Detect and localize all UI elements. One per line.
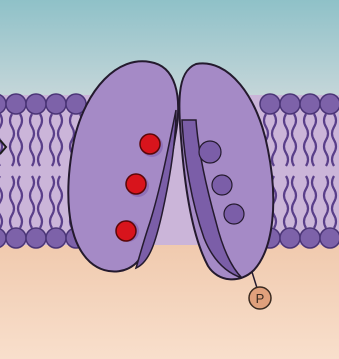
ligand-1 — [140, 134, 160, 154]
ligand-3 — [116, 221, 136, 241]
lipid-head — [46, 94, 66, 114]
lipid-head — [300, 94, 320, 114]
lipid-head — [46, 228, 66, 248]
empty-binding-site-1 — [199, 141, 221, 163]
lipid-head — [320, 94, 339, 114]
empty-binding-site-2 — [212, 175, 232, 195]
lipid-head — [260, 94, 280, 114]
empty-binding-site-3 — [224, 204, 244, 224]
lipid-head — [300, 228, 320, 248]
lipid-head — [26, 94, 46, 114]
phosphate-label: P — [256, 291, 265, 306]
lipid-head — [6, 228, 26, 248]
lipid-head — [26, 228, 46, 248]
lipid-head — [320, 228, 339, 248]
cytoplasm — [0, 240, 339, 359]
lipid-head — [280, 228, 300, 248]
ligand-2 — [126, 174, 146, 194]
lipid-head — [6, 94, 26, 114]
lipid-head — [280, 94, 300, 114]
